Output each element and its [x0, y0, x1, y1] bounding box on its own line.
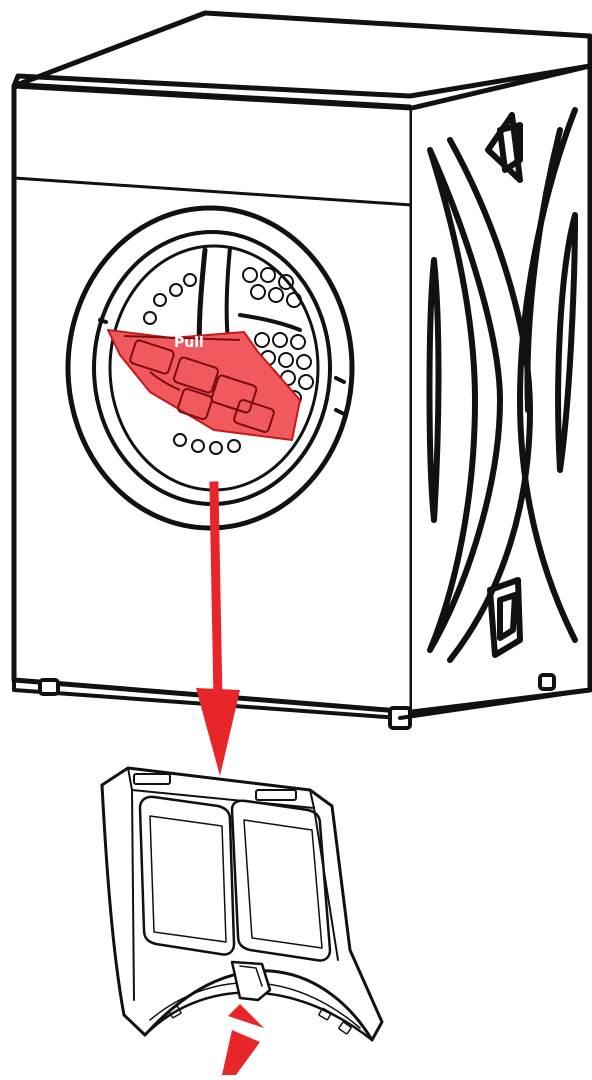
pull-tab-arrow — [222, 1004, 264, 1075]
dryer-top-panel — [14, 13, 590, 96]
dryer-foot-left — [40, 680, 58, 694]
filter-pull-label: Pull — [174, 335, 204, 351]
lint-filter-removed — [102, 768, 382, 1040]
dryer-appliance — [14, 13, 590, 728]
